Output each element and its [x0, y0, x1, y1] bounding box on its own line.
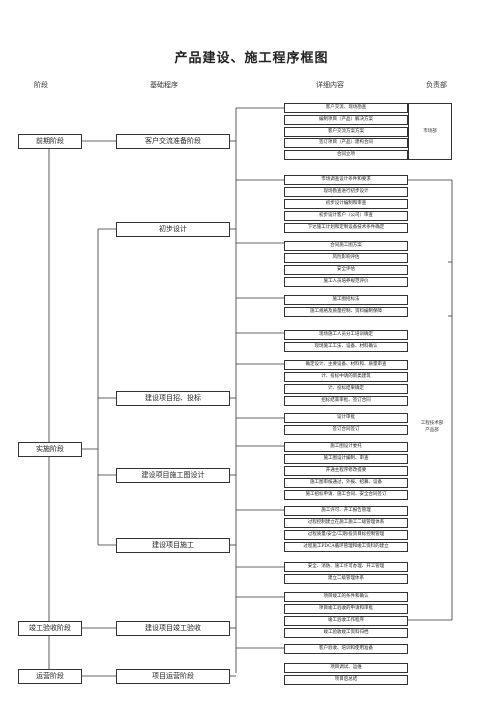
responsible-market-cell: 市场部: [408, 103, 452, 160]
page-title: 产品建设、施工程序框图: [174, 51, 329, 66]
detail-item: 建立二级管理体系: [284, 574, 408, 584]
detail-item: 合同立项: [284, 150, 408, 160]
detail-item: 客户验收、培训和使用准备: [284, 644, 408, 654]
detail-item: 施工图招标法: [284, 295, 408, 305]
detail-item: 竣工验收竣工资料归档: [284, 628, 408, 638]
detail-item: 开通主程序修改提要: [284, 466, 408, 476]
detail-item: 风险影响评估: [284, 253, 408, 263]
detail-item: 过程质量/安全/工期/投资目标控制管理: [284, 530, 408, 540]
header-detail: 详细内容: [316, 81, 344, 89]
detail-item: 安全、消防、施工许可办理、开工管理: [284, 562, 408, 572]
detail-item: 项目调试、运维: [284, 663, 408, 673]
procedure-operation: 项目运营阶段: [116, 669, 230, 684]
detail-item: 项目竣工验收的申请和审批: [284, 604, 408, 614]
detail-item: 初步设计编制和审查: [284, 199, 408, 209]
detail-item: 合同施工图方案: [284, 241, 408, 251]
stage-implementation: 实施阶段: [18, 442, 82, 457]
detail-item: 施工人员培养规范评价: [284, 277, 408, 287]
stage-preparation: 前期阶段: [18, 134, 82, 149]
header-stage: 阶段: [34, 81, 48, 89]
detail-item: 初步设计客户（公司）审查: [284, 211, 408, 221]
stage-completion-acceptance: 竣工验收阶段: [18, 621, 82, 636]
detail-item: 过程施工PDCA循环管理和竣工资料的建立: [284, 542, 408, 552]
detail-item: 过程控制建立在施工施工二级管理体系: [284, 518, 408, 528]
detail-item: 施工招标申请、施工合同、安全合同签订: [284, 490, 408, 500]
detail-item: 计、投标中请的新类建筑: [284, 372, 408, 382]
detail-item: 编制项目（产品）解决方案: [284, 115, 408, 125]
procedure-preliminary-design: 初步设计: [116, 222, 230, 237]
procedure-bidding: 建设项目招、投标: [116, 391, 230, 406]
detail-item: 招标结束审批、签订合同: [284, 396, 408, 406]
detail-item: 现场勘查进行初步设计: [284, 187, 408, 197]
detail-item: 竣工验收工作程序: [284, 616, 408, 626]
procedure-customer-preparation: 客户交流准备阶段: [116, 134, 230, 149]
responsible-market-label: 市场部: [423, 129, 437, 134]
detail-item: 客户交流方案方案: [284, 127, 408, 137]
detail-item: 设计审批: [284, 413, 408, 423]
detail-item: 安全评估: [284, 265, 408, 275]
detail-item: 确定设计、主要设备、材料和、质量审查: [284, 360, 408, 370]
detail-item: 项目竣工的条件和确认: [284, 592, 408, 602]
procedure-completion-acceptance: 建设项目竣工验收: [116, 621, 230, 636]
detail-item: 市场调查设计条件和要求: [284, 175, 408, 185]
detail-item: 签订合同签订: [284, 425, 408, 435]
header-basic-procedure: 基础程序: [150, 81, 178, 89]
detail-item: 施工图设计委托: [284, 442, 408, 452]
detail-item: 计、投标结果确定: [284, 384, 408, 394]
detail-item: 现场施工工法、设备、材料确认: [284, 342, 408, 352]
responsible-engineering-label: 工程技术部 产品部: [420, 421, 444, 433]
detail-item: 下达施工计划和定制设备技术条件确定: [284, 223, 408, 233]
header-responsible: 负责部: [426, 81, 447, 89]
detail-item: 施工许可、开工报告管理: [284, 506, 408, 516]
detail-item: 施工图设计编制、审查: [284, 454, 408, 464]
detail-item: 施工图审核通过，外报、招募、设备: [284, 478, 408, 488]
procedure-construction-drawing-design: 建设项目施工图设计: [116, 468, 230, 483]
procedure-construction: 建设项目施工: [116, 538, 230, 553]
stage-operation: 运营阶段: [18, 669, 82, 684]
detail-item: 客户交流、现场勘查: [284, 103, 408, 113]
detail-item: 项目后总结: [284, 675, 408, 685]
detail-item: 施工规格及质量控制、资料编制保障: [284, 307, 408, 317]
detail-item: 签订项目（产品）建构合同: [284, 138, 408, 148]
detail-item: 现场施工人员分工培训确定: [284, 330, 408, 340]
